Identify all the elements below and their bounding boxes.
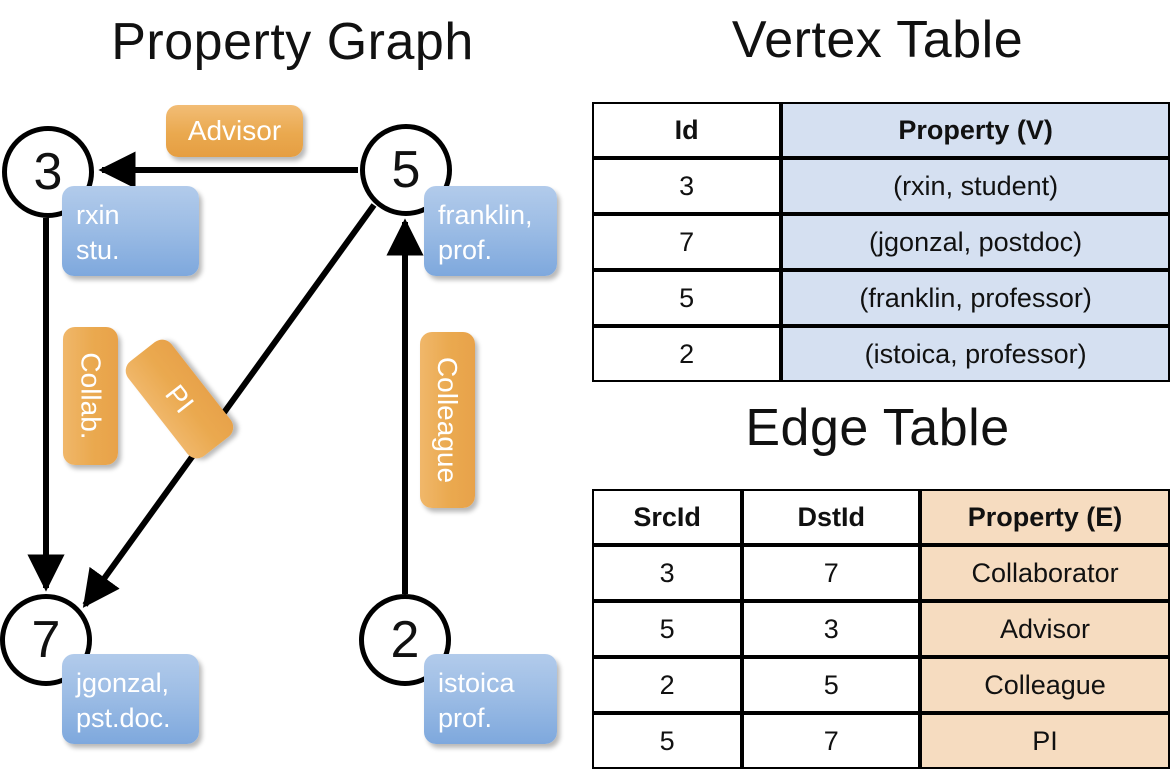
node-property-box-jgonzal[interactable]: jgonzal, pst.doc.: [62, 654, 199, 744]
edge-cell-dstid: 7: [742, 545, 921, 601]
edge-cell-srcid: 2: [592, 657, 743, 713]
node-property-name-jgonzal: jgonzal,: [76, 668, 170, 698]
vertex-cell-property: (franklin, professor): [781, 270, 1170, 326]
node-property-role-franklin: prof.: [438, 234, 493, 265]
table-row[interactable]: 5 7 PI: [592, 713, 1170, 769]
node-property-name-rxin: rxin: [76, 200, 120, 230]
edge-cell-srcid: 3: [592, 545, 743, 601]
page-title-edge-table: Edge Table: [745, 399, 1010, 457]
edge-cell-dstid: 5: [742, 657, 921, 713]
table-row[interactable]: 3 (rxin, student): [592, 158, 1170, 214]
table-row[interactable]: 2 5 Colleague: [592, 657, 1170, 713]
node-property-role-jgonzal: pst.doc.: [76, 702, 171, 733]
edge-cell-property: Colleague: [920, 657, 1170, 713]
vertex-cell-property: (rxin, student): [781, 158, 1170, 214]
graph-node-7-label: 7: [31, 611, 61, 669]
edge-cell-property: Advisor: [920, 601, 1170, 657]
graph-edges-canvas: [27, 151, 424, 608]
edge-table-header-dstid: DstId: [742, 489, 921, 545]
edge-label-colleague[interactable]: Colleague: [420, 332, 475, 508]
edge-label-collaborator-text: Collab.: [75, 352, 107, 440]
node-property-role-istoica: prof.: [438, 702, 493, 733]
edge-line-pi: [82, 203, 377, 608]
edge-table-header-row: SrcId DstId Property (E): [592, 489, 1170, 545]
vertex-table-header-id: Id: [592, 102, 782, 158]
edge-cell-srcid: 5: [592, 601, 743, 657]
graph-node-2-label: 2: [390, 611, 420, 669]
graph-node-5[interactable]: 5: [360, 124, 452, 216]
vertex-cell-property: (istoica, professor): [781, 326, 1170, 382]
edge-cell-dstid: 3: [742, 601, 921, 657]
edge-label-collaborator[interactable]: Collab.: [63, 327, 118, 465]
table-row[interactable]: 3 7 Collaborator: [592, 545, 1170, 601]
graph-node-2[interactable]: 2: [359, 594, 451, 686]
edge-label-pi-text: PI: [159, 378, 201, 419]
edge-cell-property: PI: [920, 713, 1170, 769]
edge-table: SrcId DstId Property (E) 3 7 Collaborato…: [592, 489, 1170, 769]
edge-cell-srcid: 5: [592, 713, 743, 769]
node-property-box-istoica[interactable]: istoica prof.: [424, 654, 557, 744]
edge-table-header-srcid: SrcId: [592, 489, 743, 545]
edge-label-advisor[interactable]: Advisor: [166, 105, 303, 157]
table-row[interactable]: 5 (franklin, professor): [592, 270, 1170, 326]
table-row[interactable]: 2 (istoica, professor): [592, 326, 1170, 382]
vertex-table-header-row: Id Property (V): [592, 102, 1170, 158]
vertex-cell-id: 2: [592, 326, 782, 382]
page-title-property-graph: Property Graph: [111, 13, 474, 71]
node-property-role-rxin: stu.: [76, 234, 120, 265]
edge-table-header-property: Property (E): [920, 489, 1170, 545]
page-title-vertex-table: Vertex Table: [731, 11, 1024, 69]
table-row[interactable]: 7 (jgonzal, postdoc): [592, 214, 1170, 270]
vertex-cell-property: (jgonzal, postdoc): [781, 214, 1170, 270]
edge-cell-property: Collaborator: [920, 545, 1170, 601]
node-property-box-rxin[interactable]: rxin stu.: [62, 186, 199, 276]
vertex-cell-id: 7: [592, 214, 782, 270]
edge-label-colleague-text: Colleague: [432, 356, 464, 484]
node-property-name-franklin: franklin,: [438, 200, 533, 230]
vertex-table: Id Property (V) 3 (rxin, student) 7 (jgo…: [592, 102, 1170, 382]
edge-cell-dstid: 7: [742, 713, 921, 769]
vertex-cell-id: 3: [592, 158, 782, 214]
graph-node-5-label: 5: [391, 141, 421, 199]
table-row[interactable]: 5 3 Advisor: [592, 601, 1170, 657]
vertex-table-header-property: Property (V): [781, 102, 1170, 158]
graph-node-3-label: 3: [33, 143, 63, 201]
node-property-name-istoica: istoica: [438, 668, 515, 698]
node-property-box-franklin[interactable]: franklin, prof.: [424, 186, 557, 276]
vertex-cell-id: 5: [592, 270, 782, 326]
edge-label-advisor-text: Advisor: [187, 115, 282, 146]
